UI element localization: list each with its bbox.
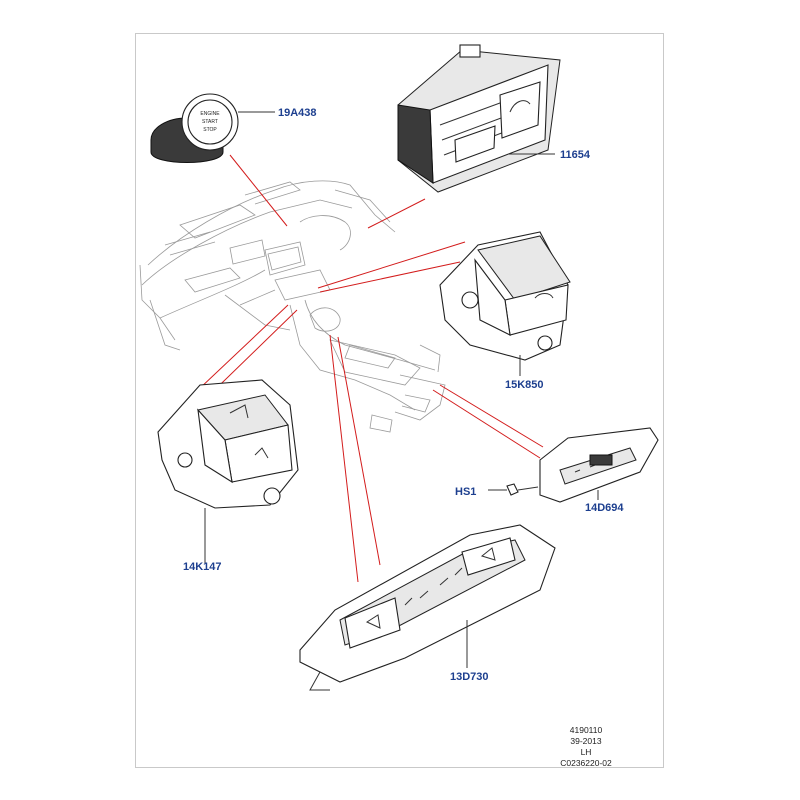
right-switch-part — [439, 231, 571, 376]
label-15k850: 15K850 — [505, 379, 544, 391]
label-11654: 11654 — [560, 149, 591, 161]
footer-code: C0236220-02 — [560, 758, 612, 768]
heated-seat-switch-part — [539, 427, 659, 503]
screw-part — [488, 483, 539, 496]
label-13d730: 13D730 — [450, 671, 489, 683]
label-14d694: 14D694 — [585, 502, 624, 514]
start-button-part: ENGINE START STOP — [150, 93, 275, 163]
start-text-1: ENGINE — [200, 111, 220, 117]
label-hs1: HS1 — [455, 486, 476, 498]
label-19a438: 19A438 — [278, 107, 317, 119]
footer-ref: 4190110 — [569, 725, 603, 735]
dashboard-outline — [139, 180, 446, 433]
footer-date: 39-2013 — [570, 736, 602, 746]
start-text-2: START — [202, 119, 218, 125]
left-switch-part — [157, 379, 299, 563]
center-switch-pack-part — [299, 524, 556, 691]
footer-side: LH — [580, 747, 592, 757]
label-14k147: 14K147 — [183, 561, 222, 573]
upper-switch-pack-part — [397, 44, 561, 193]
start-text-3: STOP — [203, 127, 217, 133]
